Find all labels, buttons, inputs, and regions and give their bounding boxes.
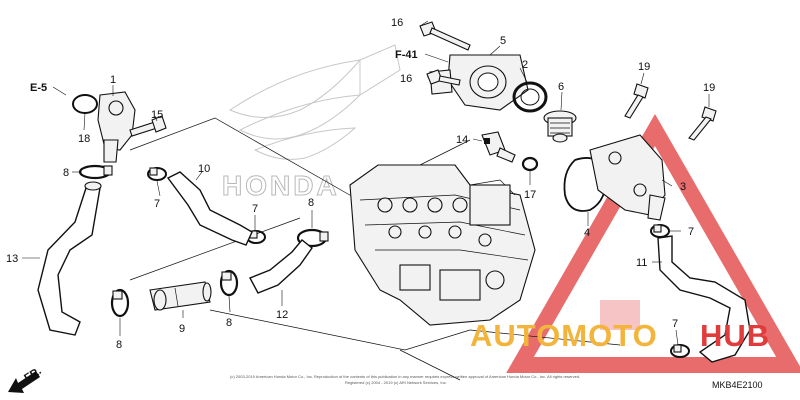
callout-7-bottom: 7: [672, 318, 678, 330]
callout-18: 18: [78, 133, 90, 145]
ref-e5-leader: [52, 86, 67, 96]
part-14-temp-sensor: [481, 131, 516, 163]
callout-16-lower: 16: [400, 73, 412, 85]
copyright-text-2: Registered (c) 2004 - 2019 (c) ARI Netwo…: [345, 380, 447, 385]
part-16-bolt-upper: [419, 21, 471, 51]
callout-19-left: 19: [638, 61, 650, 73]
hose-13-end: [84, 181, 102, 191]
part-17-washer: [521, 156, 539, 172]
callout-17: 17: [524, 189, 536, 201]
part-15-bolt: [129, 115, 167, 137]
part-8-clamp-lower-left: [110, 288, 130, 318]
front-direction-arrow: FR.: [8, 365, 44, 393]
part-19-bolt-left: [624, 83, 649, 119]
callout-10: 10: [198, 163, 210, 175]
callout-3: 3: [680, 181, 686, 193]
part-7-clamp-right: [650, 224, 670, 238]
part-11-hose: [657, 235, 751, 363]
part-1-water-joint: [97, 91, 136, 163]
diagram-code: MKB4E2100: [712, 380, 763, 390]
part-2-seal: [512, 81, 548, 113]
copyright-text: (c) 2003-2019 American Honda Motor Co., …: [230, 374, 580, 379]
callout-9: 9: [179, 323, 185, 335]
callout-11: 11: [636, 257, 647, 269]
part-16-bolt-lower: [426, 69, 461, 86]
part-5-thermostat-cover: [429, 54, 529, 111]
callout-8-lower-left: 8: [116, 339, 122, 351]
part-3-water-outlet: [589, 134, 666, 221]
callout-1: 1: [110, 74, 116, 86]
callout-15: 15: [151, 109, 163, 121]
ref-f41-leader: [424, 53, 449, 63]
part-9-pipe: [149, 281, 212, 311]
callout-2: 2: [522, 59, 528, 71]
callout-13: 13: [6, 253, 18, 265]
part-8-clamp-right: [296, 228, 329, 248]
part-7-clamp-upper: [147, 167, 167, 181]
honda-ghost-logo: HONDA: [222, 170, 340, 201]
callout-8-mid: 8: [226, 317, 232, 329]
watermark-word-a: AUTOMOTO: [470, 318, 658, 353]
callout-7-upper: 7: [154, 198, 160, 210]
callout-6: 6: [558, 81, 564, 93]
part-19-bolt-right: [688, 106, 717, 141]
leader-lines: [22, 20, 710, 346]
honda-wing-logo: [228, 44, 401, 160]
callout-7-right: 7: [688, 226, 694, 238]
cylinder-head: [349, 164, 536, 326]
part-10-hose: [166, 171, 253, 246]
part-8-clamp-mid: [219, 269, 239, 297]
callout-19-right: 19: [703, 82, 715, 94]
callout-7-center: 7: [252, 203, 258, 215]
callout-16-upper: 16: [391, 17, 403, 29]
ref-f41-label: F-41: [395, 49, 418, 61]
callout-8-right: 8: [308, 197, 314, 209]
callout-4: 4: [584, 227, 590, 239]
ref-e5-label: E-5: [30, 82, 47, 94]
callout-12: 12: [276, 309, 288, 321]
part-13-hose: [37, 184, 101, 336]
part-18-o-ring: [72, 94, 98, 114]
watermark-word-b: HUB: [700, 318, 770, 353]
part-6-thermostat: [543, 110, 577, 143]
part-12-hose: [249, 239, 313, 294]
callout-5: 5: [500, 35, 506, 47]
callout-14: 14: [456, 134, 468, 146]
part-8-clamp-upper-left: [78, 164, 113, 180]
part-7-clamp-bottom: [670, 344, 690, 358]
watermark-triangle: [506, 113, 800, 373]
callout-8-upper-left: 8: [63, 167, 69, 179]
group-boundary-lines: [129, 117, 621, 381]
